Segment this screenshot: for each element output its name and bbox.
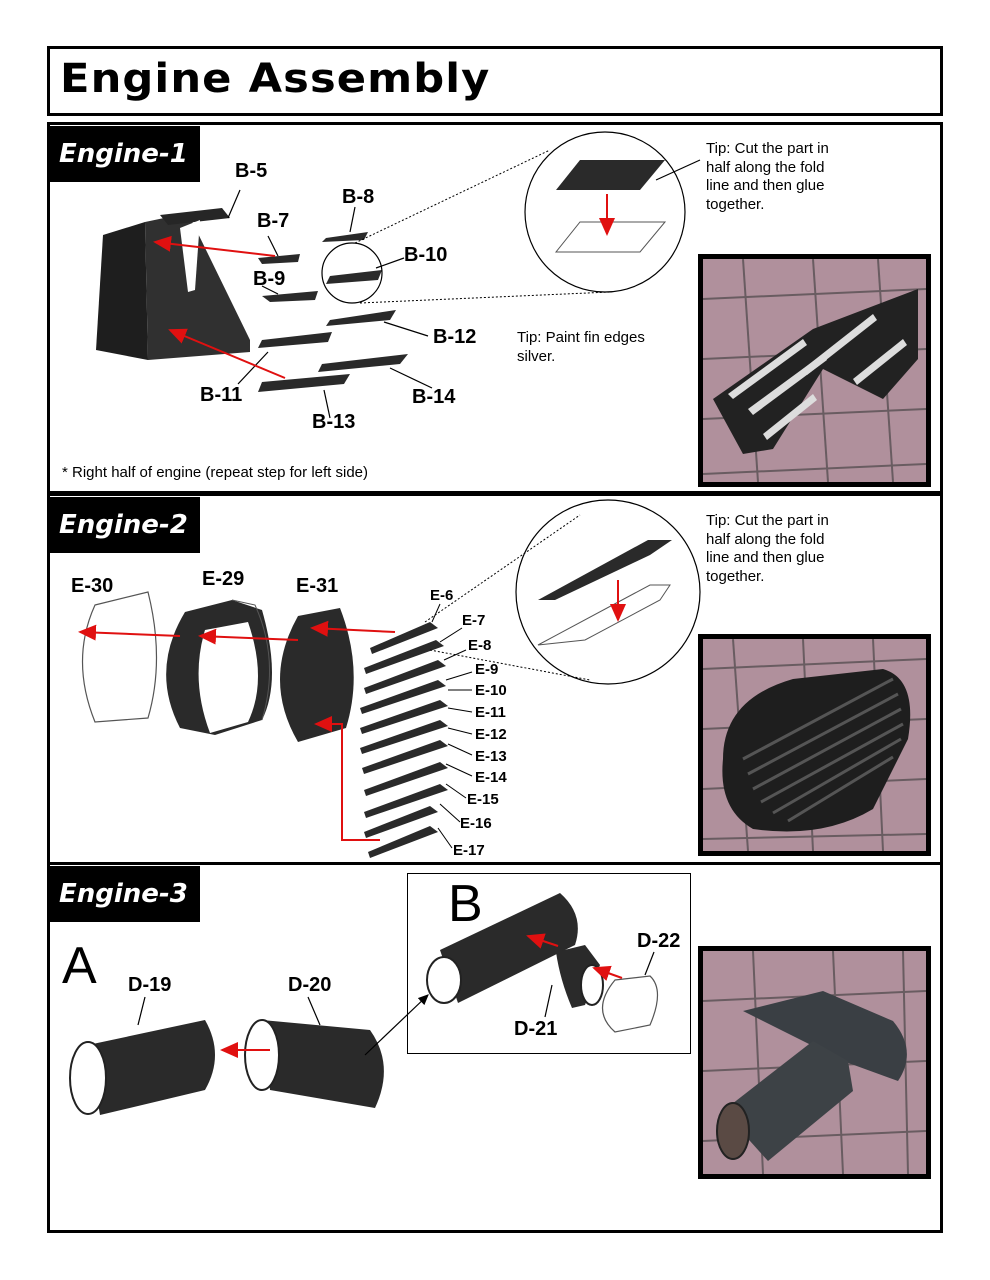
step-b-label: B [448,875,483,933]
section-tag-engine-2: Engine-2 [47,497,200,553]
fin-plates [258,232,408,392]
label-d21: D-21 [514,1018,558,1040]
label-e14: E-14 [475,769,507,786]
label-b9: B-9 [253,268,286,290]
part-e29 [166,599,272,735]
photo-engine-1 [698,254,931,487]
label-d19: D-19 [128,974,172,996]
label-e29: E-29 [202,568,245,590]
label-e6: E-6 [430,587,454,604]
label-e13: E-13 [475,748,507,765]
tip-paint-fins: Tip: Paint fin edges silver. [517,329,645,365]
label-e11: E-11 [475,704,506,721]
label-d22: D-22 [637,930,681,952]
label-e31: E-31 [296,575,339,597]
tip-fold-engine-2: Tip: Cut the part in half along the fold… [706,512,829,585]
label-e9: E-9 [475,661,499,678]
section-tag-engine-1: Engine-1 [47,126,200,182]
step-a-label: A [62,937,97,995]
fin-stack [360,622,448,858]
label-b13: B-13 [312,411,356,433]
photo-engine-2 [698,634,931,856]
label-e30: E-30 [71,575,114,597]
part-e31 [280,608,354,742]
label-b5: B-5 [235,160,268,182]
label-e8: E-8 [468,637,492,654]
section-tag-engine-3: Engine-3 [47,866,200,922]
label-e10: E-10 [475,682,507,699]
part-e30 [81,591,158,723]
label-e12: E-12 [475,726,507,743]
label-b10: B-10 [404,244,448,266]
page-title: Engine Assembly [60,56,491,102]
part-b-assembly [426,893,659,1033]
label-e16: E-16 [460,815,492,832]
label-b14: B-14 [412,386,456,408]
label-d20: D-20 [288,974,332,996]
part-d20 [244,1019,384,1108]
label-b8: B-8 [342,186,375,208]
label-e7: E-7 [462,612,486,629]
photo-engine-3 [698,946,931,1179]
label-e15: E-15 [467,791,499,808]
label-b7: B-7 [257,210,290,232]
step-b-box [407,873,691,1054]
label-b11: B-11 [200,384,243,406]
label-b12: B-12 [433,326,477,348]
label-e17: E-17 [453,842,485,859]
part-d19 [69,1020,215,1115]
note-right-half: * Right half of engine (repeat step for … [62,464,369,481]
title-box: Engine Assembly [47,46,943,116]
tip-fold-engine-1: Tip: Cut the part in half along the fold… [706,140,829,213]
